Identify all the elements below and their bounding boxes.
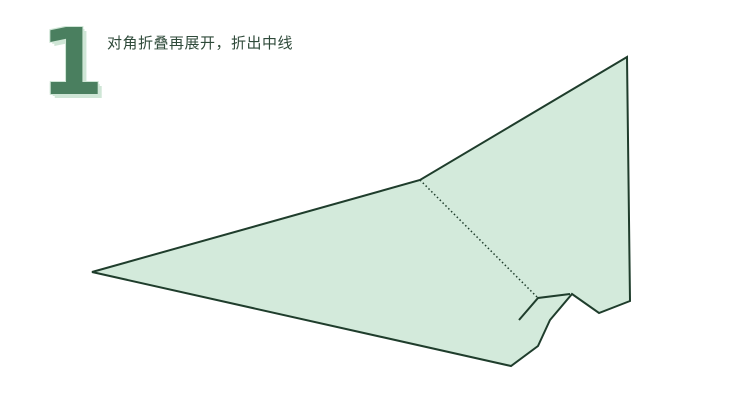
paper-shape: [91, 55, 632, 368]
inner-flap-edge: [518, 293, 571, 321]
step-instruction: 对角折叠再展开，折出中线: [107, 34, 294, 52]
